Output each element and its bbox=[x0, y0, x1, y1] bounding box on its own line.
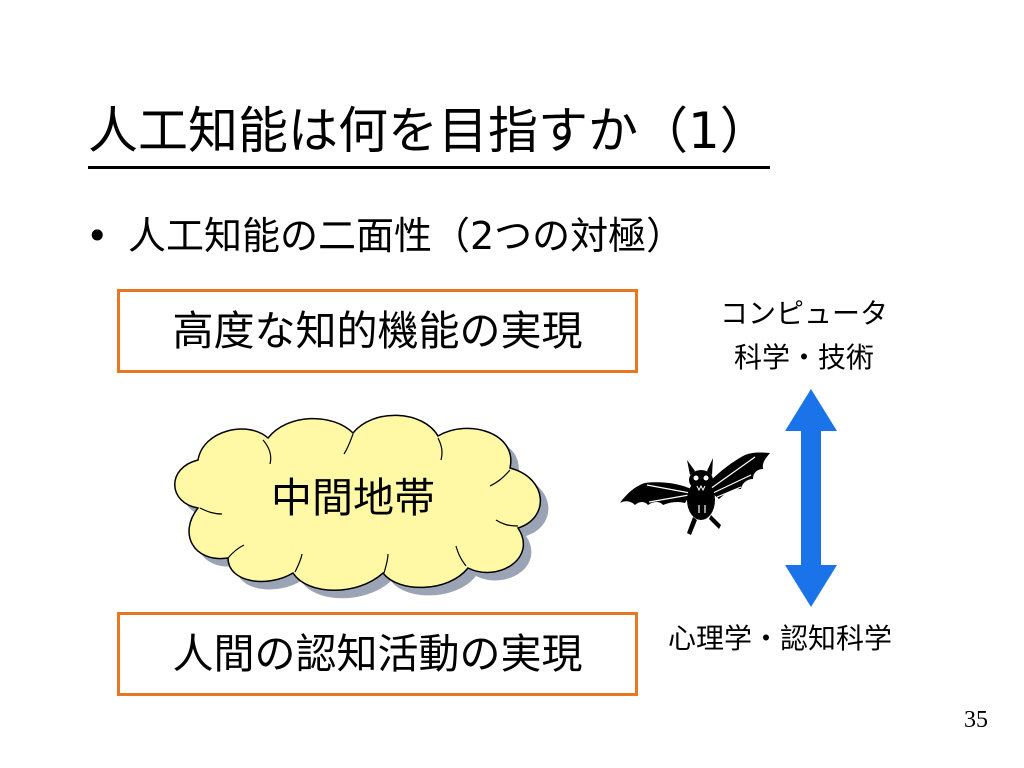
bottom-box: 人間の認知活動の実現 bbox=[117, 612, 638, 696]
bullet-dot: • bbox=[86, 214, 109, 258]
page-number: 35 bbox=[964, 707, 988, 733]
top-label-line1: コンピュータ bbox=[719, 297, 888, 330]
top-box: 高度な知的機能の実現 bbox=[117, 289, 638, 373]
top-label-line2: 科学・技術 bbox=[733, 341, 874, 374]
bullet-text: 人工知能の二面性（2つの対極） bbox=[128, 214, 685, 258]
double-arrow-icon bbox=[785, 389, 837, 607]
top-label: コンピュータ 科学・技術 bbox=[690, 292, 918, 380]
slide-title: 人工知能は何を目指すか（1） bbox=[88, 96, 770, 169]
bottom-label: 心理学・認知科学 bbox=[668, 622, 893, 655]
cloud-label: 中間地帯 bbox=[271, 474, 435, 522]
bullet-item: • 人工知能の二面性（2つの対極） bbox=[86, 208, 684, 264]
bat-icon bbox=[620, 452, 770, 535]
cloud-shape bbox=[174, 414, 549, 599]
